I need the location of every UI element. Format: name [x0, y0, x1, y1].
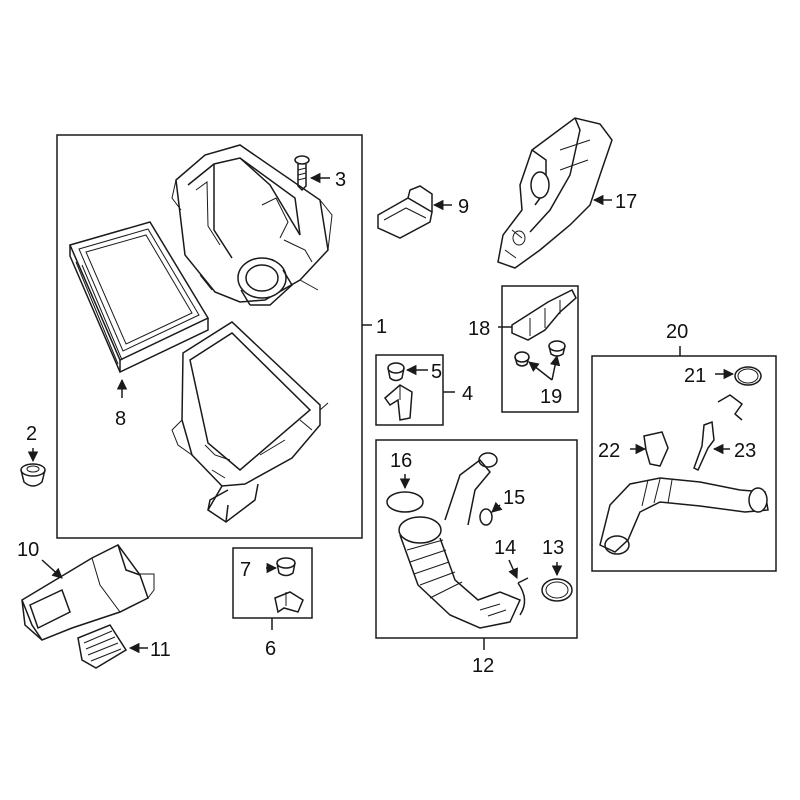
callout-19: 19: [540, 386, 562, 408]
grommet: [20, 463, 46, 487]
clip-21: [717, 394, 744, 421]
callout-23: 23: [734, 440, 756, 462]
callout-17: 17: [615, 191, 637, 213]
leader-lines: [27, 172, 735, 654]
callout-13: 13: [542, 537, 564, 559]
air-inlet-duct: [21, 544, 155, 641]
o-ring-21: [734, 366, 762, 386]
callout-22: 22: [598, 440, 620, 462]
callout-2: 2: [26, 423, 37, 445]
callout-6: 6: [265, 638, 276, 660]
sensor-23: [693, 420, 715, 472]
callout-16: 16: [390, 450, 412, 472]
callout-8: 8: [115, 408, 126, 430]
bracket-6: [274, 591, 304, 614]
callout-18: 18: [468, 318, 490, 340]
callout-7: 7: [240, 559, 251, 581]
air-box-lower-housing: [171, 321, 329, 523]
group-box-bracket-4: [375, 354, 444, 426]
bracket-4: [383, 384, 413, 421]
charge-pipe: [599, 477, 769, 555]
group-box-air-cleaner: [56, 134, 363, 539]
callout-12: 12: [472, 655, 494, 677]
grommet-5: [387, 362, 405, 382]
intake-resonator: [497, 117, 613, 269]
air-filter-element: [68, 221, 210, 374]
grommets-19: [514, 340, 566, 367]
group-box-charge-pipe-20: [591, 355, 777, 572]
callout-4: 4: [462, 383, 473, 405]
group-box-clip-18: [501, 285, 579, 413]
callout-labels: 1 2 3 4 5 6 7 8 9 10 11 12 13 14 15 16 1…: [17, 169, 756, 677]
callout-15: 15: [503, 487, 525, 509]
callout-5: 5: [431, 361, 442, 383]
callout-9: 9: [458, 196, 469, 218]
callout-1: 1: [376, 316, 387, 338]
grille: [77, 624, 128, 669]
clamp-13: [541, 578, 573, 602]
mass-air-flow-sensor: [377, 185, 433, 239]
callout-14: 14: [494, 537, 516, 559]
wiring-clip: [511, 288, 577, 341]
clip-14: [517, 577, 529, 616]
callout-10: 10: [17, 539, 39, 561]
callout-3: 3: [335, 169, 346, 191]
callout-21: 21: [684, 365, 706, 387]
bolt: [294, 155, 310, 192]
sensor-22: [643, 431, 669, 467]
intake-hose: [386, 452, 522, 629]
callout-20: 20: [666, 321, 688, 343]
group-box-intake-hose-12: [375, 439, 578, 639]
grommet-7: [276, 557, 296, 577]
air-box-upper-housing: [171, 144, 333, 306]
callout-11: 11: [150, 639, 171, 661]
o-ring-15: [479, 508, 493, 526]
